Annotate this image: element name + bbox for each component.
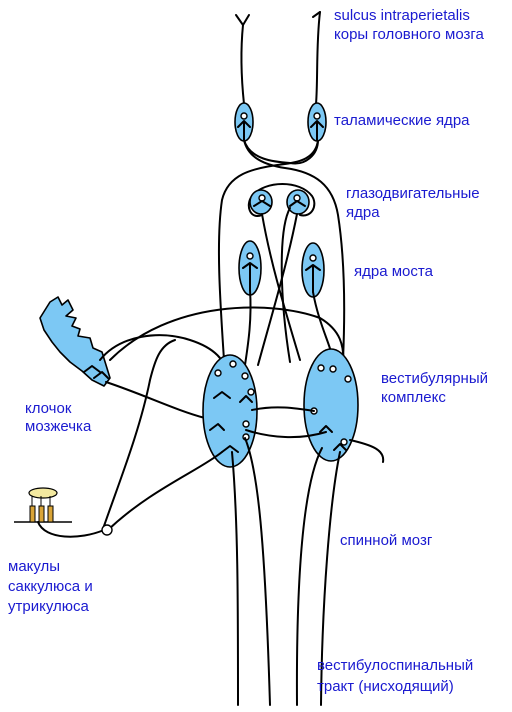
spinal-tract-2 xyxy=(244,437,271,706)
vestibular-left-cell-5 xyxy=(242,420,250,428)
flocculus-axon-2 xyxy=(93,371,109,379)
label-cortex-line1: sulcus intraperietalis xyxy=(334,7,470,24)
oculomotor-synapse-left xyxy=(253,200,271,207)
spinal-tract-4 xyxy=(320,451,341,706)
vestibular-left-cell-3 xyxy=(241,372,249,380)
commissural-fiber-2 xyxy=(245,429,327,439)
vestibular-nerve-branch xyxy=(103,339,176,527)
right-lateral-fiber xyxy=(349,439,385,463)
crossing-loop-fiber xyxy=(109,306,345,369)
macula-afferent xyxy=(37,521,105,538)
label-flocculus-line2: мозжечка xyxy=(25,418,92,435)
medial-fiber-1 xyxy=(261,213,301,361)
oculomotor-synapse-right xyxy=(289,200,306,207)
label-vestibular-line1: вестибулярный xyxy=(381,370,488,387)
vestibular-right-cell-2 xyxy=(329,365,337,373)
vestibular-left-cell-1 xyxy=(229,360,237,368)
label-tract-line1: вестибулоспинальный xyxy=(317,657,474,674)
hair-cell-2 xyxy=(38,505,45,523)
cortex-fiber-left xyxy=(240,24,245,105)
thalamic-cross-fiber-2 xyxy=(217,139,319,361)
label-thalamic: таламические ядра xyxy=(334,112,470,129)
thalamic-cell-right xyxy=(313,112,321,120)
hair-bundles xyxy=(31,496,51,506)
vestibular-left-cell-4 xyxy=(247,388,255,396)
label-tract-line2: тракт (нисходящий) xyxy=(317,678,454,695)
flocculus-shape xyxy=(39,296,111,387)
label-oculomotor-line2: ядра xyxy=(346,204,380,221)
hair-cells xyxy=(29,496,54,523)
hair-cell-1 xyxy=(29,505,36,523)
otolith-membrane xyxy=(28,487,58,499)
label-spinal: спинной мозг xyxy=(340,532,433,549)
vestibular-right-synapse-2 xyxy=(333,443,347,451)
vestibular-right-cell-5 xyxy=(340,438,348,446)
pontine-cell-left xyxy=(246,252,254,260)
label-maculae-line3: утрикулюса xyxy=(8,598,89,615)
cortex-fiber-right xyxy=(315,11,321,105)
pontine-fiber-left xyxy=(244,289,252,366)
vestibular-right-cell-3 xyxy=(344,375,352,383)
label-cortex-line2: коры головного мозга xyxy=(334,26,484,43)
hair-cell-3 xyxy=(47,505,54,523)
flocculus-lower-fiber xyxy=(105,381,206,419)
label-oculomotor-line1: глазодвигательные xyxy=(346,185,480,202)
pontine-synapse-right xyxy=(305,264,321,293)
pontine-synapse-left xyxy=(242,262,258,291)
spinal-tract-1 xyxy=(231,451,239,706)
label-pons: ядра моста xyxy=(354,263,433,280)
label-flocculus-line1: клочок xyxy=(25,400,72,417)
vestibular-right-cell-1 xyxy=(317,364,325,372)
cortex-fiber-right-tip xyxy=(312,11,321,18)
thalamic-cell-left xyxy=(240,112,248,120)
label-maculae-line2: саккулюса и xyxy=(8,578,93,595)
cortex-fiber-left-tip xyxy=(235,14,250,26)
scarpa-ganglion-cell xyxy=(101,524,113,536)
label-vestibular-line2: комплекс xyxy=(381,389,446,406)
flocculus-axon-1 xyxy=(83,365,101,373)
thalamic-cross-fiber-1 xyxy=(243,139,319,165)
thalamic-synapse-left xyxy=(237,120,251,141)
oculomotor-loop xyxy=(247,183,316,217)
commissural-fiber-1 xyxy=(251,406,315,412)
vestibular-left-synapse-2 xyxy=(239,395,253,403)
vestibular-complex-right xyxy=(303,348,359,462)
vestibular-nerve xyxy=(107,451,223,531)
medial-fiber-3 xyxy=(280,207,291,363)
vestibular-right-synapse-1 xyxy=(319,425,333,433)
vestibular-left-cell-2 xyxy=(214,369,222,377)
vestibular-left-synapse-3 xyxy=(209,423,225,431)
outer-ascending-fiber-right xyxy=(243,139,346,361)
spinal-tract-3 xyxy=(295,447,323,706)
label-maculae-line1: макулы xyxy=(8,558,61,575)
pontine-cell-right xyxy=(309,254,317,262)
vestibular-left-synapse-4 xyxy=(221,445,239,453)
thalamic-synapse-right xyxy=(310,120,324,141)
medial-fiber-2 xyxy=(257,213,298,366)
vestibular-left-synapse-1 xyxy=(213,391,231,399)
